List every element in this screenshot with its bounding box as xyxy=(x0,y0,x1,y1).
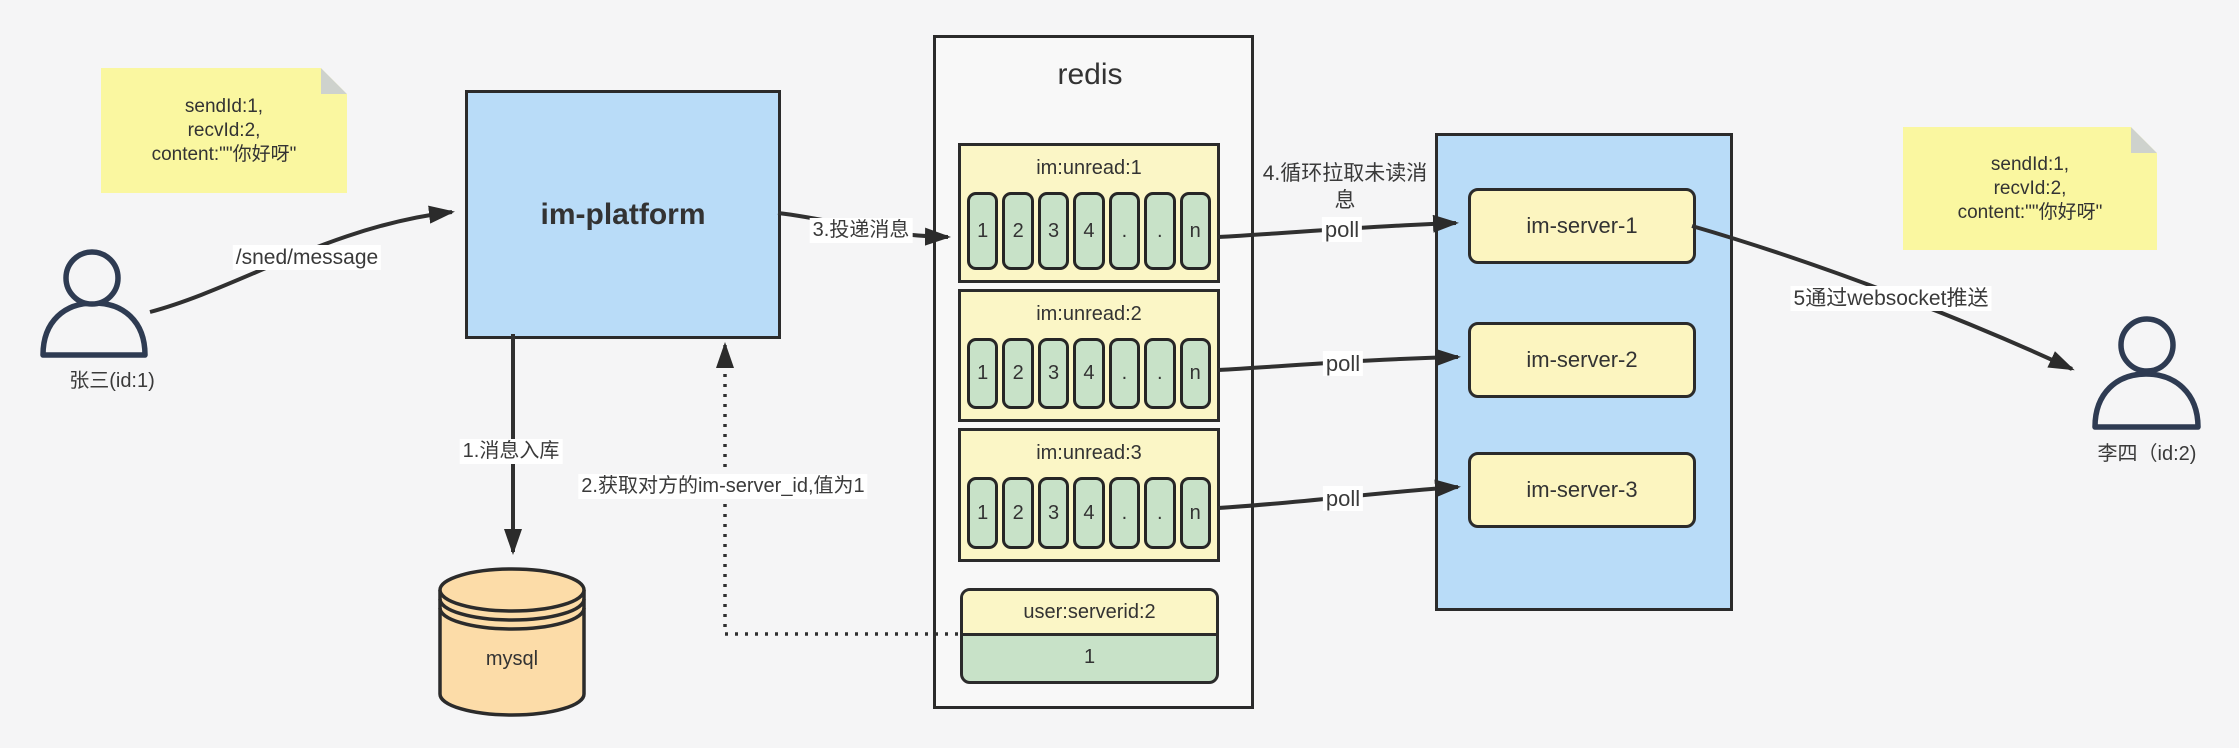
note-line: recvId:2, xyxy=(1993,177,2067,199)
queue-cell: 4 xyxy=(1073,338,1105,409)
mysql-label: mysql xyxy=(485,648,539,670)
edge-label-step2: 2.获取对方的im-server_id,值为1 xyxy=(578,474,868,499)
queue-cell: . xyxy=(1144,477,1176,549)
sender-label: 张三(id:1) xyxy=(69,370,155,392)
queue-im-unread-1: im:unread:1 1 2 3 4 . . n xyxy=(958,143,1220,283)
edge-label-step4-line2: 息 xyxy=(1334,189,1356,212)
note-fold-cut xyxy=(321,68,347,94)
queue-cell: n xyxy=(1179,477,1211,549)
edge-label-step3: 3.投递消息 xyxy=(809,218,913,243)
queue-cell: 2 xyxy=(1002,192,1034,270)
queue-cell: 3 xyxy=(1037,477,1070,549)
queue-cell: 3 xyxy=(1037,338,1070,409)
edge-label-poll-2: poll xyxy=(1322,351,1364,376)
edge-label-step4-line1: 4.循环拉取未读消 xyxy=(1262,162,1428,185)
im-platform-label: im-platform xyxy=(540,197,706,231)
queue-title: im:unread:3 xyxy=(1036,442,1142,464)
mysql-database-icon xyxy=(438,567,586,717)
queue-cell: 4 xyxy=(1073,477,1105,549)
im-server-1-label: im-server-1 xyxy=(1526,213,1638,238)
edge-label-step1: 1.消息入库 xyxy=(459,439,563,464)
queue-title: im:unread:1 xyxy=(1036,157,1142,179)
queue-cell: n xyxy=(1179,338,1211,409)
im-server-1-node: im-server-1 xyxy=(1468,188,1696,264)
edge-label-poll-3: poll xyxy=(1322,486,1364,511)
kv-key: user:serverid:2 xyxy=(963,591,1216,636)
redis-title: redis xyxy=(1057,58,1123,91)
queue-title: im:unread:2 xyxy=(1036,303,1142,325)
queue-cell: . xyxy=(1144,338,1176,409)
note-line: content:""你好呀" xyxy=(151,143,297,165)
im-server-2-label: im-server-2 xyxy=(1526,347,1638,372)
note-fold-cut xyxy=(2131,127,2157,153)
note-line: sendId:1, xyxy=(184,95,264,117)
queue-cell: 2 xyxy=(1002,477,1034,549)
queue-cell: 1 xyxy=(967,477,999,549)
queue-cell: 1 xyxy=(967,338,999,409)
sticky-note-right: sendId:1, recvId:2, content:""你好呀" xyxy=(1903,127,2157,250)
im-server-3-label: im-server-3 xyxy=(1526,477,1638,502)
queue-im-unread-2: im:unread:2 1 2 3 4 . . n xyxy=(958,289,1220,422)
im-platform-node: im-platform xyxy=(465,90,781,339)
queue-cell: 2 xyxy=(1002,338,1034,409)
note-line: recvId:2, xyxy=(187,119,261,141)
kv-user-serverid: user:serverid:2 1 xyxy=(960,588,1219,684)
note-line: sendId:1, xyxy=(1990,153,2070,175)
queue-cell: n xyxy=(1179,192,1211,270)
edge-label-poll-1: poll xyxy=(1321,217,1363,242)
edge-label-step4: 4.循环拉取未读消 息 xyxy=(1250,160,1441,214)
queue-cell: 3 xyxy=(1037,192,1070,270)
queue-cells: 1 2 3 4 . . n xyxy=(967,477,1211,549)
queue-im-unread-3: im:unread:3 1 2 3 4 . . n xyxy=(958,428,1220,562)
edge-label-send-api: /sned/message xyxy=(232,245,382,270)
user-icon-sender xyxy=(40,249,148,358)
queue-cell: . xyxy=(1108,477,1141,549)
queue-cell: . xyxy=(1108,338,1141,409)
user-icon-receiver xyxy=(2092,316,2201,430)
receiver-label: 李四（id:2) xyxy=(2097,443,2197,465)
note-line: content:""你好呀" xyxy=(1957,201,2103,223)
queue-cells: 1 2 3 4 . . n xyxy=(967,192,1211,270)
queue-cell: 1 xyxy=(967,192,999,270)
kv-value: 1 xyxy=(1083,645,1096,668)
queue-cell: 4 xyxy=(1073,192,1105,270)
im-server-3-node: im-server-3 xyxy=(1468,452,1696,528)
queue-cell: . xyxy=(1144,192,1176,270)
queue-cell: . xyxy=(1108,192,1141,270)
queue-cells: 1 2 3 4 . . n xyxy=(967,338,1211,409)
im-server-2-node: im-server-2 xyxy=(1468,322,1696,398)
edge-label-step5: 5通过websocket推送 xyxy=(1790,286,1992,311)
sticky-note-left: sendId:1, recvId:2, content:""你好呀" xyxy=(101,68,347,193)
